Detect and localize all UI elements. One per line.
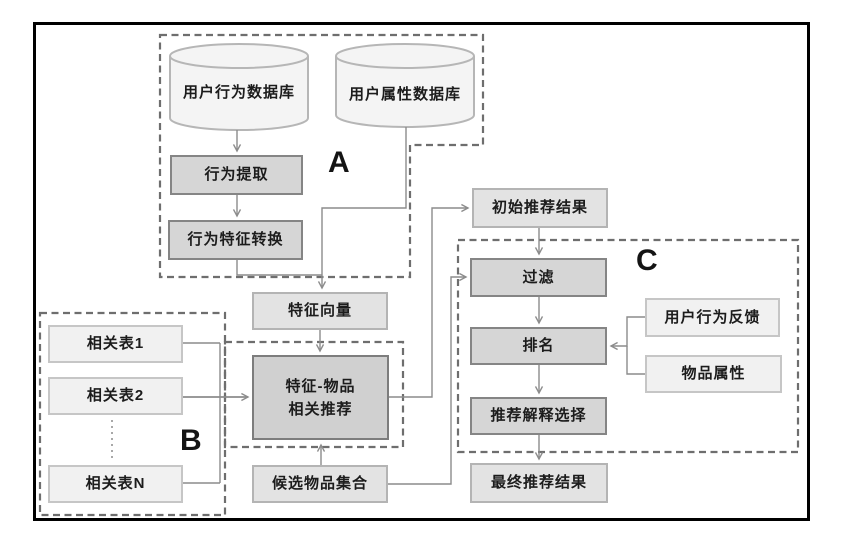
node-behavior-convert: 行为特征转换 (168, 220, 303, 260)
node-final-result: 最终推荐结果 (470, 463, 608, 503)
connector-candidate-to-filter (388, 272, 468, 485)
node-related-table-n: 相关表N (48, 465, 183, 503)
region-b-label: B (180, 424, 202, 457)
node-related-table-1: 相关表1 (48, 325, 183, 363)
user-attr-db-label: 用户属性数据库 (348, 86, 461, 103)
node-rank: 排名 (470, 327, 607, 365)
node-user-feedback: 用户行为反馈 (645, 298, 780, 337)
user-behavior-db-label: 用户行为数据库 (182, 84, 295, 101)
node-related-table-2: 相关表2 (48, 377, 183, 415)
node-feature-item-recommend: 特征-物品 相关推荐 (252, 355, 389, 440)
region-a-label: A (328, 146, 350, 179)
node-item-attr: 物品属性 (645, 355, 782, 393)
node-candidate-set: 候选物品集合 (252, 465, 388, 503)
connector-itemattr-join (626, 346, 645, 375)
recommender-group-outline (223, 340, 405, 449)
feature-item-line2: 相关推荐 (288, 400, 353, 418)
region-b-outline (38, 311, 227, 517)
connector-convert-join (236, 260, 322, 276)
region-a-outline (158, 33, 485, 279)
user-attr-db-cylinder (335, 43, 475, 128)
region-c-label: C (636, 244, 658, 277)
outer-border (33, 22, 810, 521)
node-explain-select: 推荐解释选择 (470, 397, 607, 435)
connector-featureitem-to-initial (389, 203, 470, 398)
node-behavior-extract: 行为提取 (170, 155, 303, 195)
connector-feedback-to-rank (609, 316, 645, 351)
node-feature-vector: 特征向量 (252, 292, 388, 330)
user-behavior-db-cylinder (169, 43, 309, 131)
connector-attrdb-to-featurevector (317, 127, 407, 290)
node-initial-result: 初始推荐结果 (472, 188, 608, 228)
feature-item-line1: 特征-物品 (285, 377, 356, 395)
node-filter: 过滤 (470, 258, 607, 297)
